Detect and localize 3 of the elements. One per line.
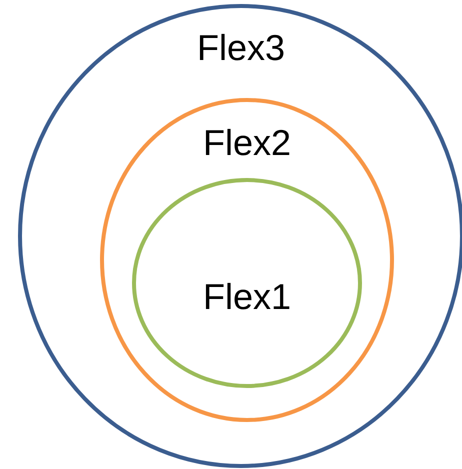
circle-label: Flex2	[202, 123, 292, 163]
circle-label: Flex3	[196, 28, 286, 68]
circle-label: Flex1	[202, 277, 292, 317]
